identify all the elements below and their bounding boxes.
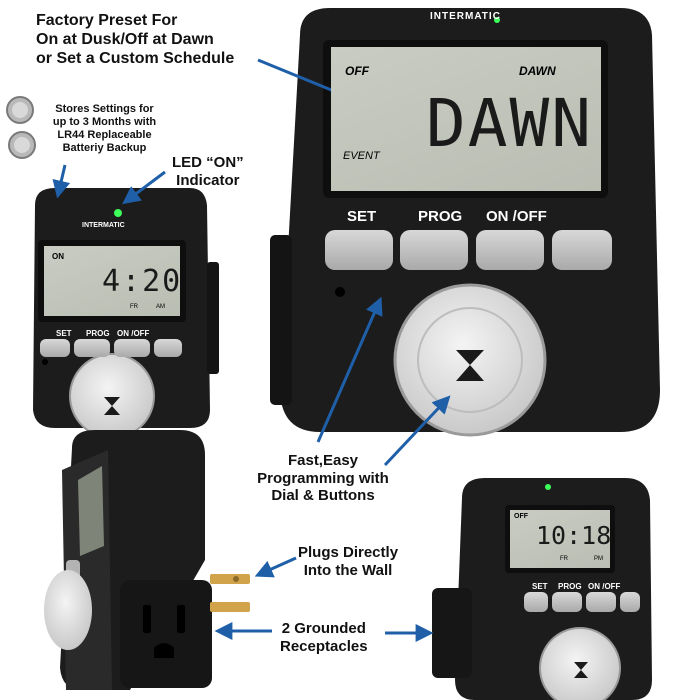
right-timer-led xyxy=(545,484,551,490)
large-extra-button[interactable] xyxy=(552,230,612,270)
small-lcd-ampm: AM xyxy=(156,304,165,310)
small-timer-lcd: ON 4:20 FR AM xyxy=(44,246,180,316)
caption-led: LED “ON” Indicator xyxy=(172,154,244,189)
small-onoff-label: ON /OFF xyxy=(117,329,150,338)
caption-plugs: Plugs Directly Into the Wall xyxy=(298,544,399,579)
small-timer-reset-hole xyxy=(42,359,48,365)
small-timer-brand: INTERMATIC xyxy=(82,222,125,229)
large-set-label: SET xyxy=(347,208,377,225)
side-view-timer-receptacle xyxy=(120,580,212,688)
arrow-to-battery xyxy=(52,164,71,199)
large-set-button[interactable] xyxy=(325,230,393,270)
arrow-to-dial xyxy=(383,395,451,467)
side-view-timer-lcd xyxy=(78,466,104,556)
large-lcd-top-right: DAWN xyxy=(519,64,556,78)
large-lcd-top-left: OFF xyxy=(345,64,369,78)
right-extra-button[interactable] xyxy=(620,592,640,612)
right-lcd-ampm: PM xyxy=(594,556,603,562)
right-prog-button[interactable] xyxy=(552,592,582,612)
receptacle-slot-right xyxy=(177,605,185,633)
small-timer-side-tab xyxy=(207,262,219,374)
small-timer-dial xyxy=(69,353,155,439)
large-timer-side-tab xyxy=(270,235,292,405)
small-onoff-button[interactable] xyxy=(114,339,150,357)
plug-prong-top xyxy=(210,574,250,584)
side-view-timer xyxy=(44,430,250,690)
large-timer-hourglass-icon xyxy=(456,350,484,381)
arrow-to-plug xyxy=(254,556,297,578)
right-onoff-button[interactable] xyxy=(586,592,616,612)
small-timer-led xyxy=(114,209,122,217)
arrow-to-buttons xyxy=(316,296,383,443)
right-lcd-day: FR xyxy=(560,556,568,562)
small-prog-label: PROG xyxy=(86,329,110,338)
plug-prong-bottom xyxy=(210,602,250,612)
caption-receptacles: 2 Grounded Receptacles xyxy=(280,620,368,655)
right-timer-hourglass-icon xyxy=(574,662,588,678)
small-prog-button[interactable] xyxy=(74,339,110,357)
receptacle-ground-hole xyxy=(154,643,174,658)
small-set-label: SET xyxy=(56,329,72,338)
right-prog-label: PROG xyxy=(558,582,582,591)
large-onoff-button[interactable] xyxy=(476,230,544,270)
large-prog-button[interactable] xyxy=(400,230,468,270)
caption-factory-preset: Factory Preset For On at Dusk/Off at Daw… xyxy=(36,12,235,67)
right-onoff-label: ON /OFF xyxy=(588,582,621,591)
large-timer-led xyxy=(494,17,500,23)
right-set-label: SET xyxy=(532,582,548,591)
right-lcd-main: 10:18 xyxy=(536,521,612,550)
right-lcd-top-left: OFF xyxy=(514,513,528,520)
large-timer-brand: INTERMATIC xyxy=(430,11,501,22)
right-timer-receptacle xyxy=(432,588,472,678)
small-extra-button[interactable] xyxy=(154,339,182,357)
side-view-timer-dial xyxy=(44,570,92,650)
small-lcd-top-left: ON xyxy=(52,252,64,261)
small-timer-hourglass-icon xyxy=(104,397,120,415)
caption-programming: Fast,Easy Programming with Dial & Button… xyxy=(257,452,389,505)
small-lcd-day: FR xyxy=(130,304,138,310)
arrow-to-led xyxy=(122,170,166,205)
caption-battery: Stores Settings for up to 3 Months with … xyxy=(52,103,157,154)
large-timer-lcd: OFF DAWN DAWN EVENT xyxy=(331,47,601,191)
small-set-button[interactable] xyxy=(40,339,70,357)
large-lcd-main: DAWN xyxy=(426,85,593,162)
plug-prong-top-hole xyxy=(233,576,239,582)
large-lcd-bottom-left: EVENT xyxy=(343,150,380,162)
right-timer-lcd: OFF 10:18 FR PM xyxy=(510,510,612,568)
receptacle-slot-left xyxy=(143,605,151,633)
battery-icon xyxy=(6,96,36,159)
large-timer-reset-hole xyxy=(335,287,345,297)
large-prog-label: PROG xyxy=(418,208,463,225)
large-timer-dial-inner xyxy=(417,307,523,413)
small-lcd-main: 4:20 xyxy=(102,264,183,299)
right-set-button[interactable] xyxy=(524,592,548,612)
large-onoff-label: ON /OFF xyxy=(486,208,547,225)
